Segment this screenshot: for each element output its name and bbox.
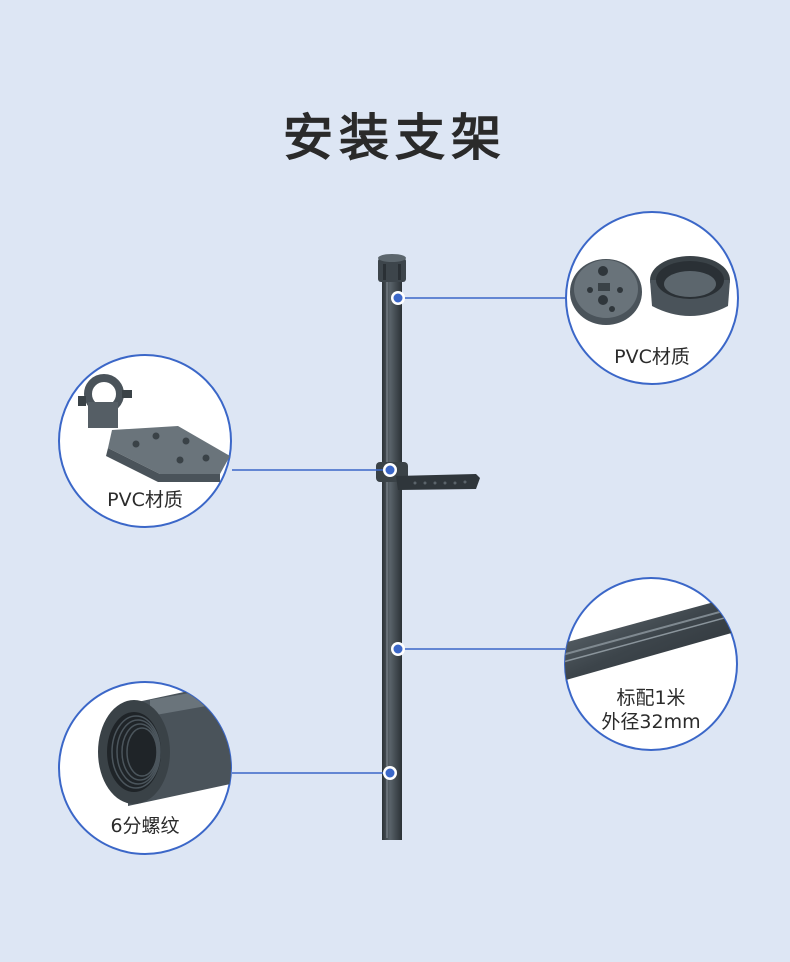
callout-lines	[232, 297, 566, 774]
bracket-image	[78, 374, 230, 482]
callout-label-pipe-line1: 标配1米	[616, 687, 686, 709]
pipe-section-image	[565, 596, 737, 680]
callout-label-thread: 6分螺纹	[110, 815, 180, 837]
callout-circle-pipe	[564, 577, 738, 751]
pole-top-cap	[378, 254, 406, 282]
cap-housing-image	[570, 256, 730, 325]
callout-label-top: PVC材质	[614, 346, 690, 368]
callout-label-pipe-line2: 外径32mm	[601, 711, 701, 733]
callout-dots	[383, 291, 405, 780]
page-title: 安装支架	[283, 109, 507, 167]
callout-label-pipe: 标配1米 外径32mm	[581, 686, 721, 734]
main-pole	[382, 278, 402, 840]
callout-label-bracket: PVC材质	[107, 489, 183, 511]
callout-circle-bracket	[58, 354, 232, 528]
callout-circle-top	[565, 211, 739, 385]
